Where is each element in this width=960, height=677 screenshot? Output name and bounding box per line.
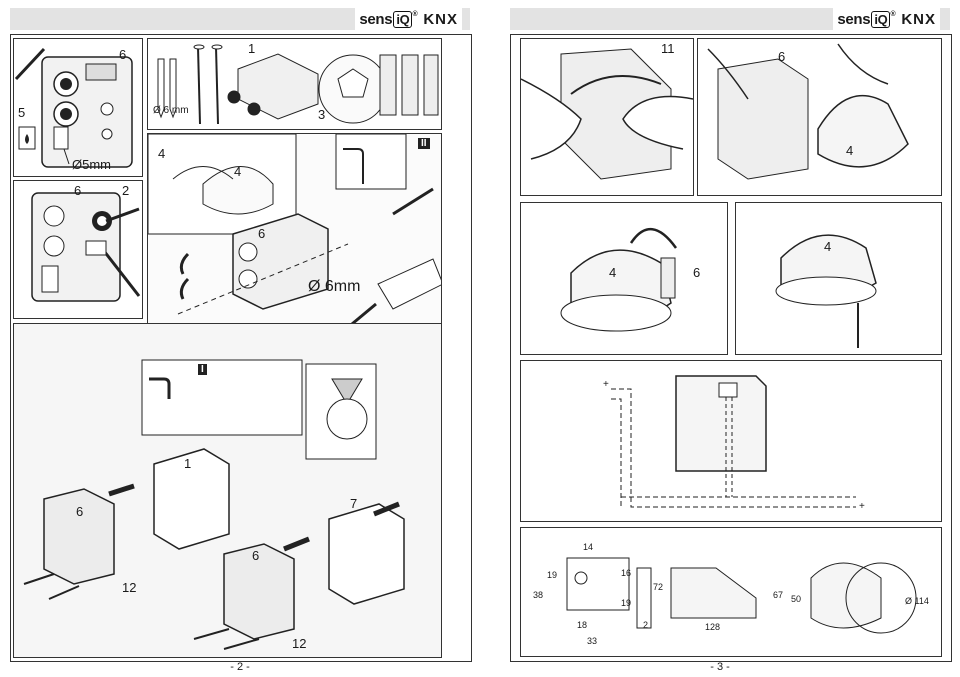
drill-size-small: Ø 6 mm <box>153 105 189 116</box>
panel-insert-cover: 6 4 <box>697 38 942 196</box>
dim-72: 72 <box>653 582 664 592</box>
panel-dimensions: 14 19 38 18 33 16 19 72 2 128 67 50 Ø 11… <box>520 527 942 657</box>
left-page-frame <box>10 34 472 662</box>
panel-drilling: 4 4 6 II Ø 6mm <box>147 133 442 353</box>
page-number-left: - 2 - <box>230 661 250 673</box>
callout-4c: 4 <box>846 143 854 158</box>
callout-1b: 1 <box>184 456 192 471</box>
panel-hole-knockout: 6 5 Ø5mm <box>13 38 143 177</box>
panel-mounting: I 1 6 12 6 12 7 <box>13 323 442 658</box>
dim-19b: 19 <box>621 598 632 608</box>
dim-18: 18 <box>577 620 588 630</box>
callout-4e: 4 <box>824 239 832 254</box>
right-page-frame <box>510 34 952 662</box>
drill-size-large: Ø 6mm <box>308 278 361 295</box>
dim-2: 2 <box>643 620 649 630</box>
callout-2: 2 <box>122 183 130 198</box>
callout-5: 5 <box>18 105 26 120</box>
dim-128: 128 <box>705 622 721 632</box>
panel-wiring: + + <box>520 360 942 522</box>
callout-4b: 4 <box>234 164 242 179</box>
callout-6b: 6 <box>74 183 82 198</box>
step-marker-II: II <box>418 138 430 149</box>
dim-67: 67 <box>773 590 784 600</box>
panel-open-housing: 6 2 <box>13 180 143 319</box>
callout-4d: 4 <box>609 265 617 280</box>
callout-12b: 12 <box>292 636 307 651</box>
dim-14: 14 <box>583 542 594 552</box>
callout-11: 11 <box>661 41 675 56</box>
callout-7: 7 <box>350 496 358 511</box>
panel-fasten-screw: 4 <box>735 202 942 355</box>
dim-16: 16 <box>621 568 632 578</box>
page-number-right: - 3 - <box>710 661 730 673</box>
panel-parts-screws: 1 Ø 6 mm 3 <box>147 38 442 130</box>
callout-6g: 6 <box>693 265 701 280</box>
dim-50: 50 <box>791 594 802 604</box>
knx-logo-right: KNX <box>901 10 936 28</box>
step-marker-I: I <box>198 364 207 375</box>
panel-attach-sensor: 4 6 <box>520 202 728 355</box>
dim-38: 38 <box>533 590 544 600</box>
hole-diameter-label: Ø5mm <box>72 157 111 172</box>
callout-6e: 6 <box>252 548 260 563</box>
dim-114: Ø 114 <box>905 596 929 606</box>
callout-4: 4 <box>158 146 166 161</box>
plus-marker: + <box>603 379 609 390</box>
callout-12: 12 <box>122 580 137 595</box>
dim-19a: 19 <box>547 570 558 580</box>
callout-6c: 6 <box>258 226 266 241</box>
panel-connect-cable: 11 <box>520 38 694 196</box>
dim-33: 33 <box>587 636 598 646</box>
callout-3: 3 <box>318 107 326 122</box>
knx-logo: KNX <box>423 10 458 28</box>
callout-6: 6 <box>119 47 127 62</box>
plus-marker-b: + <box>859 501 865 512</box>
callout-1: 1 <box>248 41 256 56</box>
callout-6d: 6 <box>76 504 84 519</box>
callout-6f: 6 <box>778 49 786 64</box>
